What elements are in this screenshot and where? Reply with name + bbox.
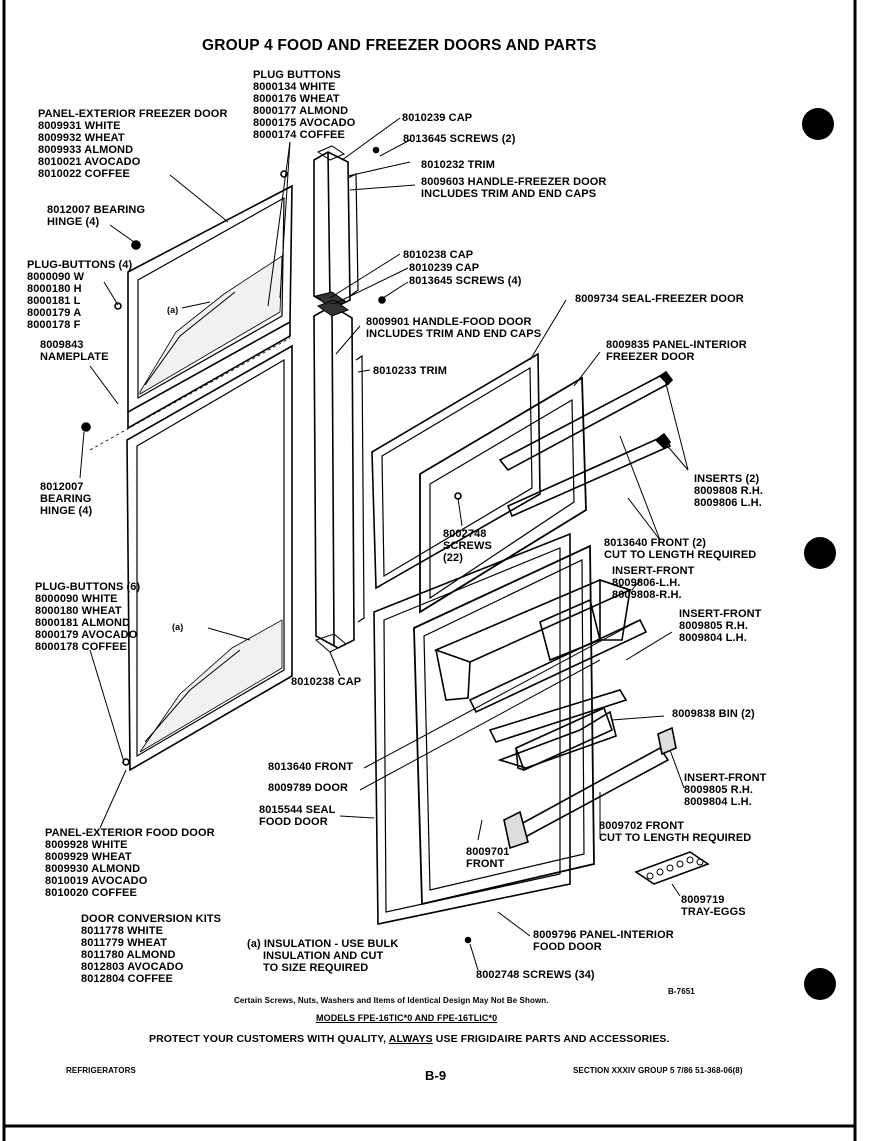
food-seal	[373, 532, 571, 925]
label-insulation-a-top: (a)	[167, 305, 179, 315]
label-inserts-2: INSERTS (2)8009808 R.H.8009806 L.H.	[694, 473, 764, 509]
label-insulation-a-bottom: (a)	[172, 622, 184, 632]
food-exterior-panel	[126, 344, 293, 772]
figure-id: B-7651	[668, 987, 695, 996]
freezer-interior-panel	[419, 376, 587, 614]
models-line: MODELS FPE-16TIC*0 AND FPE-16TLIC*0	[316, 1013, 498, 1023]
label-trim-233: 8010233 TRIM	[373, 365, 447, 377]
label-insulation-note: (a) INSULATION - USE BULK INSULATION AND…	[247, 938, 399, 974]
label-cap-bottom: 8010238 CAP	[291, 676, 362, 688]
protect-line: PROTECT YOUR CUSTOMERS WITH QUALITY, ALW…	[149, 1033, 670, 1045]
page-title: GROUP 4 FOOD AND FREEZER DOORS AND PARTS	[202, 37, 597, 54]
label-screws-4: 8013645 SCREWS (4)	[409, 275, 522, 287]
page-number: B-9	[425, 1068, 447, 1083]
freezer-handle	[313, 151, 351, 309]
label-seal-freezer: 8009734 SEAL-FREEZER DOOR	[575, 293, 744, 305]
label-front-13640: 8013640 FRONT	[268, 761, 354, 773]
label-front-cut: 8013640 FRONT (2)CUT TO LENGTH REQUIRED	[604, 537, 757, 561]
label-bin: 8009838 BIN (2)	[672, 708, 755, 720]
label-screws-34: 8002748 SCREWS (34)	[476, 969, 595, 981]
registration-dot-top	[802, 108, 834, 140]
egg-tray	[634, 851, 710, 885]
label-cap-top: 8010239 CAP	[402, 112, 473, 124]
label-trim-top: 8010232 TRIM	[421, 159, 495, 171]
footnote: Certain Screws, Nuts, Washers and Items …	[234, 996, 549, 1005]
label-door-789: 8009789 DOOR	[268, 782, 349, 794]
footer-category: REFRIGERATORS	[66, 1066, 136, 1075]
label-cap-238: 8010238 CAP	[403, 249, 474, 261]
label-cap-239: 8010239 CAP	[409, 262, 480, 274]
label-screws-top: 8013645 SCREWS (2)	[403, 133, 516, 145]
food-interior-panel	[413, 544, 595, 906]
registration-dot-middle	[804, 537, 836, 569]
footer-section: SECTION XXXIV GROUP 5 7/86 51-368-06(8)	[573, 1066, 743, 1075]
freezer-seal	[371, 352, 541, 590]
registration-dot-bottom	[804, 968, 836, 1000]
